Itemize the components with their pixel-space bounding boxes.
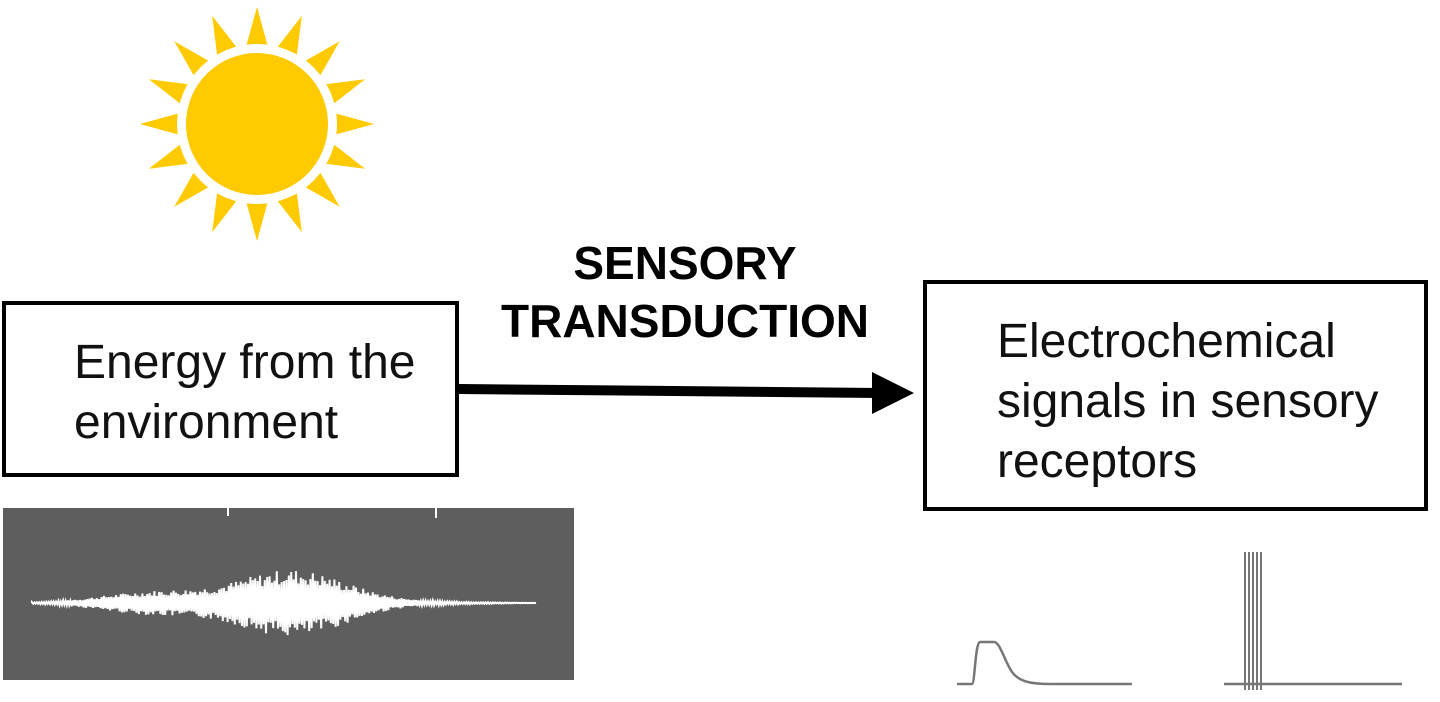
arrow-head [872,372,914,414]
signals-line-3: receptors [997,435,1198,488]
sun-ray [336,113,374,135]
signals-box: Electrochemical signals in sensory recep… [923,280,1428,511]
sun-ray [305,172,340,207]
energy-line-2: environment [74,396,339,449]
signals-line-2: signals in sensory [997,375,1379,428]
sun-core [186,53,328,195]
sun-ray [277,15,302,55]
energy-line-1: Energy from the [74,336,416,389]
sun-ray [174,172,209,207]
sun-ray [305,41,340,76]
energy-box: Energy from the environment [2,301,459,477]
sun-ray [148,144,188,169]
sun-ray [246,7,268,45]
sun-rays [140,7,374,241]
sun-ray [212,15,237,55]
receptor-potential-trace-icon [957,640,1132,686]
label-line-2: TRANSDUCTION [501,295,869,347]
sensory-transduction-label: SENSORY TRANSDUCTION [470,234,900,350]
sun-ray [246,203,268,241]
sun-ray [277,193,302,233]
action-potential-spikes-icon [1224,552,1402,690]
sun-ray [174,41,209,76]
sun-ray [140,113,178,135]
sun-ray [148,79,188,104]
waveform-trace [31,571,537,636]
label-line-1: SENSORY [573,237,797,289]
sun-ray [326,79,366,104]
sun-ray [212,193,237,233]
receptor-potential-trace [957,640,1132,686]
signals-box-text: Electrochemical signals in sensory recep… [997,312,1379,492]
energy-box-text: Energy from the environment [74,333,415,453]
signals-line-1: Electrochemical [997,315,1336,368]
sun-ray [326,144,366,169]
arrow-shaft [458,384,881,398]
